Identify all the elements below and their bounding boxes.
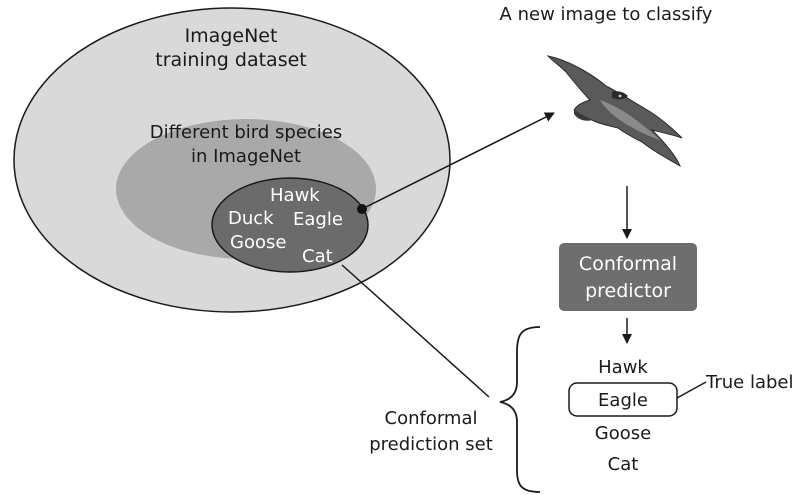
prediction-set-caption-line2: prediction set — [369, 434, 493, 455]
bird-icon — [546, 55, 683, 168]
eagle-to-image-arrow — [361, 112, 555, 210]
prediction-set-caption-line1: Conformal — [385, 408, 478, 429]
inner-set-to-brace-line — [341, 264, 490, 398]
bird-species-label-line2: in ImageNet — [191, 146, 301, 167]
prediction-set-cat: Cat — [608, 454, 639, 475]
conformal-predictor-label-line2: predictor — [585, 280, 671, 302]
bird-species-label-line1: Different bird species — [150, 122, 343, 143]
prediction-set-goose: Goose — [595, 423, 651, 444]
imagenet-dataset-label-line2: training dataset — [155, 49, 306, 71]
conformal-predictor-label-line1: Conformal — [579, 253, 677, 275]
inner-label-goose: Goose — [230, 232, 286, 253]
true-label-text: True label — [705, 372, 794, 393]
inner-label-hawk: Hawk — [270, 185, 320, 206]
true-label-connector — [676, 381, 707, 399]
candidate-classes-ellipse — [211, 177, 369, 273]
conformal-predictor-box — [559, 243, 697, 311]
inner-label-eagle: Eagle — [293, 209, 343, 230]
imagenet-dataset-label-line1: ImageNet — [185, 25, 278, 47]
prediction-set-hawk: Hawk — [598, 357, 648, 378]
prediction-set-brace — [499, 326, 541, 493]
new-image-title: A new image to classify — [500, 4, 713, 25]
inner-label-duck: Duck — [228, 208, 274, 229]
prediction-set-eagle: Eagle — [598, 390, 648, 411]
true-label-box — [568, 382, 678, 417]
inner-label-cat: Cat — [302, 246, 333, 267]
